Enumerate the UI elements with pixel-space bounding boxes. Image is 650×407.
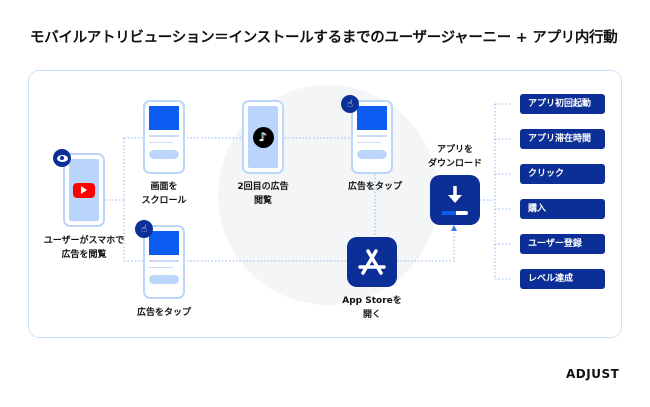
youtube-icon (73, 182, 95, 198)
phone-youtube-ad (63, 153, 105, 227)
tiktok-icon: ♪ (252, 126, 274, 148)
adjust-logo: ADJUST (566, 367, 620, 381)
hand-tap-icon: ☝ (135, 220, 153, 238)
step-label-view-ad: ユーザーがスマホで広告を閲覧 (43, 236, 125, 260)
event-click: クリック (520, 164, 605, 184)
step-label-app-store: App Storeを開く (342, 296, 402, 320)
phone-tap-ad-bottom (143, 225, 185, 299)
step-label-second-view: 2回目の広告閲覧 (237, 182, 289, 206)
eye-icon (53, 149, 71, 167)
diagram-panel (28, 70, 622, 338)
event-level-complete: レベル達成 (520, 269, 605, 289)
step-label-tap-bottom: 広告をタップ (136, 308, 192, 318)
event-session-time: アプリ滞在時間 (520, 129, 605, 149)
hand-tap-icon: ☝ (341, 95, 359, 113)
download-icon (430, 175, 480, 225)
phone-tap-ad-top (351, 100, 393, 174)
event-registration: ユーザー登録 (520, 234, 605, 254)
app-store-icon (347, 237, 397, 287)
step-label-download: アプリをダウンロード (427, 145, 483, 169)
step-label-tap-top: 広告をタップ (347, 182, 403, 192)
step-label-scroll: 画面をスクロール (141, 182, 187, 206)
phone-tiktok-ad: ♪ (242, 100, 284, 174)
event-purchase: 購入 (520, 199, 605, 219)
phone-scroll (143, 100, 185, 174)
event-first-launch: アプリ初回起動 (520, 94, 605, 114)
page-title: モバイルアトリビューション＝インストールするまでのユーザージャーニー + アプリ… (30, 30, 618, 46)
